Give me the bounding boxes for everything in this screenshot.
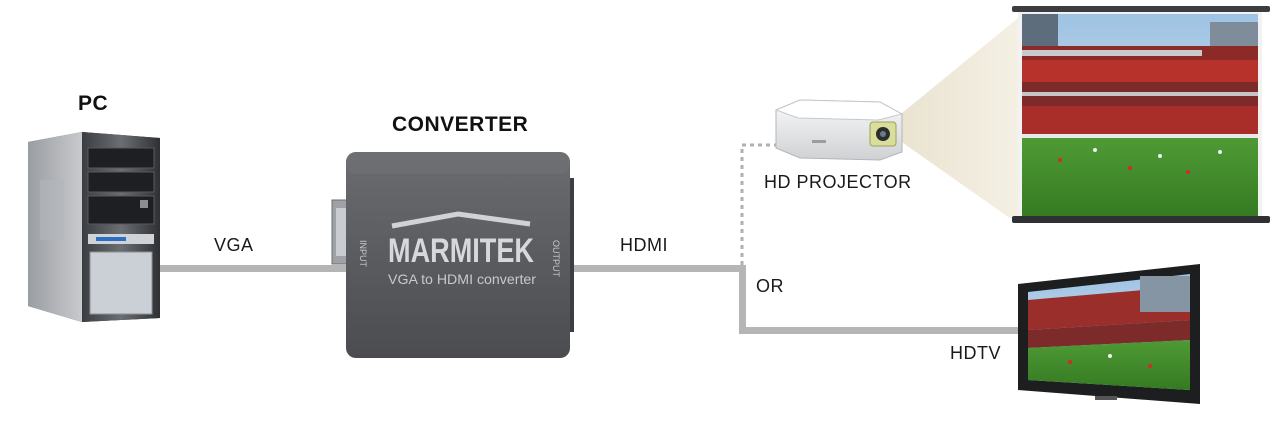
projector-dotted-cable <box>740 143 778 265</box>
hdtv-icon <box>1018 264 1200 404</box>
hdmi-label: HDMI <box>620 235 668 255</box>
converter-label: CONVERTER <box>392 113 529 136</box>
output-port-label: OUTPUT <box>551 240 561 278</box>
pc-label: PC <box>78 92 109 115</box>
hdtv-label: HDTV <box>950 343 1001 363</box>
converter-brand: MARMITEK <box>388 232 534 270</box>
or-label: OR <box>756 276 784 296</box>
pc-tower-icon <box>28 132 160 322</box>
converter-box-icon: MARMITEK VGA to HDMI converter INPUT OUT… <box>331 152 574 358</box>
vga-label: VGA <box>214 235 254 255</box>
input-port-label: INPUT <box>358 240 368 268</box>
projector-icon <box>774 99 904 161</box>
vga-cable <box>160 265 346 272</box>
hd-projector-label: HD PROJECTOR <box>764 172 912 192</box>
converter-model: VGA to HDMI converter <box>388 271 536 287</box>
projector-beam <box>896 18 1018 224</box>
hdmi-cable <box>570 265 1024 334</box>
projection-screen-icon <box>1012 6 1270 223</box>
